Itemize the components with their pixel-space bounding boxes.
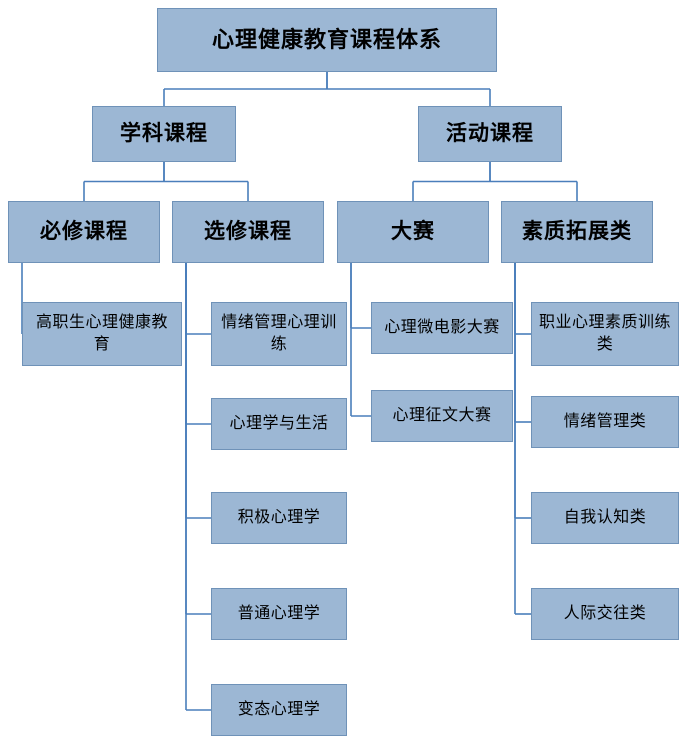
node-qua-3[interactable]: 自我认知类 [531, 492, 679, 544]
node-label: 活动课程 [446, 121, 534, 145]
node-contest[interactable]: 大赛 [337, 201, 489, 263]
node-activity[interactable]: 活动课程 [418, 106, 562, 162]
node-label: 心理健康教育课程体系 [211, 27, 442, 53]
node-qua-2[interactable]: 情绪管理类 [531, 396, 679, 448]
node-qua-4[interactable]: 人际交往类 [531, 588, 679, 640]
node-label: 心理征文大赛 [392, 407, 492, 425]
node-con-2[interactable]: 心理征文大赛 [371, 390, 513, 442]
node-required[interactable]: 必修课程 [8, 201, 160, 263]
node-label: 变态心理学 [237, 701, 321, 719]
node-label: 人际交往类 [563, 605, 647, 623]
node-quality[interactable]: 素质拓展类 [501, 201, 653, 263]
node-label: 素质拓展类 [522, 219, 632, 243]
node-label: 职业心理素质训练类 [538, 314, 671, 353]
node-con-1[interactable]: 心理微电影大赛 [371, 302, 513, 354]
node-label: 选修课程 [204, 219, 292, 243]
node-label: 自我认知类 [563, 509, 647, 527]
node-subject[interactable]: 学科课程 [92, 106, 236, 162]
node-ele-3[interactable]: 积极心理学 [211, 492, 347, 544]
node-root[interactable]: 心理健康教育课程体系 [157, 8, 497, 72]
node-qua-1[interactable]: 职业心理素质训练类 [531, 302, 679, 366]
node-label: 情绪管理类 [563, 413, 647, 431]
node-label: 心理微电影大赛 [384, 319, 500, 337]
node-label: 学科课程 [120, 121, 208, 145]
node-elective[interactable]: 选修课程 [172, 201, 324, 263]
node-ele-5[interactable]: 变态心理学 [211, 684, 347, 736]
node-label: 必修课程 [40, 219, 128, 243]
node-label: 积极心理学 [237, 509, 321, 527]
node-label: 大赛 [391, 219, 435, 243]
node-label: 高职生心理健康教育 [35, 314, 168, 353]
node-ele-4[interactable]: 普通心理学 [211, 588, 347, 640]
node-ele-2[interactable]: 心理学与生活 [211, 398, 347, 450]
node-label: 普通心理学 [237, 605, 321, 623]
node-label: 情绪管理心理训练 [221, 314, 337, 353]
node-req-1[interactable]: 高职生心理健康教育 [22, 302, 182, 366]
node-label: 心理学与生活 [229, 415, 329, 433]
node-ele-1[interactable]: 情绪管理心理训练 [211, 302, 347, 366]
